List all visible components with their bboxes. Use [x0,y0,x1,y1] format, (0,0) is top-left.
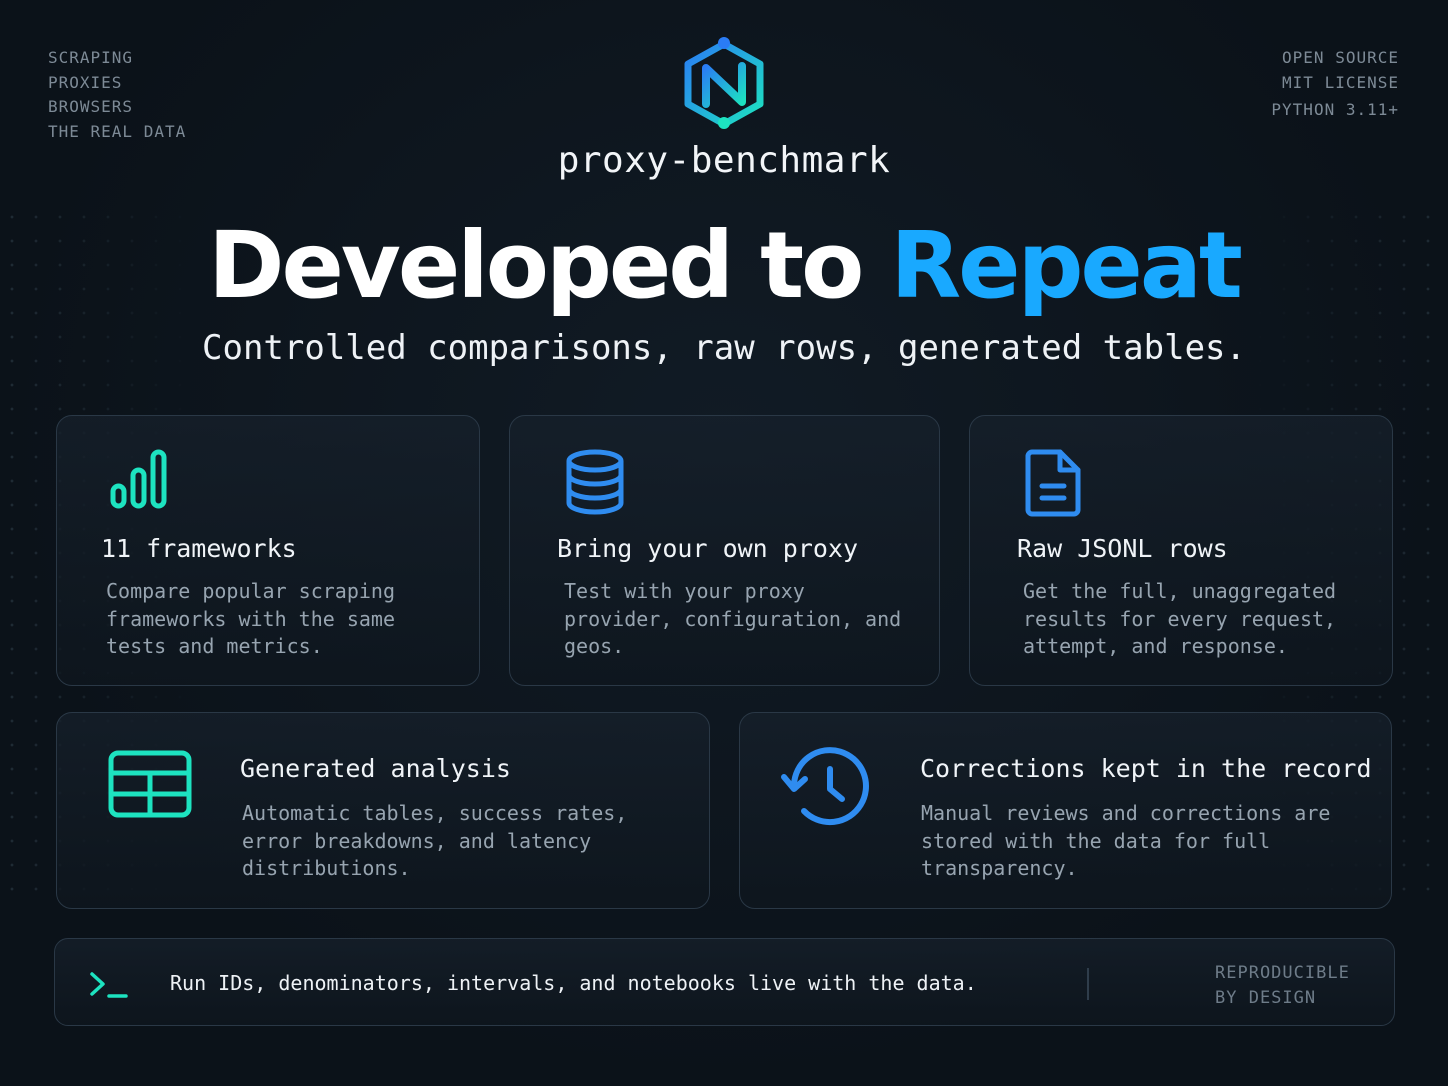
headline-accent: Repeat [890,212,1243,319]
feature-title: Corrections kept in the record [920,754,1372,783]
feature-card-proxy: Bring your own proxy Test with your prox… [509,415,940,686]
document-icon [1025,449,1081,517]
feature-title: Generated analysis [240,754,511,783]
feature-title: Bring your own proxy [557,534,859,563]
history-icon [781,747,869,826]
bar-chart-icon [110,449,167,509]
corner-tag: PROXIES [48,72,123,92]
feature-card-jsonl: Raw JSONL rows Get the full, unaggregate… [969,415,1393,686]
feature-card-corrections: Corrections kept in the record Manual re… [739,712,1392,909]
corner-tags-left: SCRAPING PROXIES BROWSERS THE REAL DATA [48,46,186,144]
footer-tag-line: REPRODUCIBLE [1215,963,1350,983]
feature-description: Manual reviews and corrections are store… [921,801,1331,880]
footer-tag-line: BY DESIGN [1215,988,1317,1008]
corner-tag: OPEN SOURCE [1282,48,1399,67]
footer-message: Run IDs, denominators, intervals, and no… [170,971,977,995]
brand-name: proxy-benchmark [557,140,891,181]
footer-divider [1087,968,1089,1000]
table-icon [108,750,192,818]
feature-card-frameworks: 11 frameworks Compare popular scraping f… [56,415,480,686]
corner-tag: SCRAPING [48,48,134,67]
feature-title: Raw JSONL rows [1017,534,1228,563]
feature-card-analysis: Generated analysis Automatic tables, suc… [56,712,710,909]
headline-main: Developed to [208,212,891,319]
database-icon [566,449,624,515]
corner-tag: BROWSERS [48,97,134,116]
corner-tags-right: OPEN SOURCE MIT LICENSE PYTHON 3.11+ [1271,46,1399,123]
feature-title: 11 frameworks [101,534,297,563]
feature-description: Compare popular scraping frameworks with… [106,579,395,658]
terminal-prompt-icon [90,972,128,998]
headline: Developed to Repeat [0,212,1448,319]
hexagon-n-logo-icon [684,37,764,129]
corner-tag: MIT LICENSE [1282,72,1399,92]
feature-description: Test with your proxy provider, configura… [564,579,902,658]
subheadline: Controlled comparisons, raw rows, genera… [202,328,1246,368]
corner-tag: THE REAL DATA [48,121,187,141]
footer-tag: REPRODUCIBLE BY DESIGN [1215,961,1350,1011]
corner-tag: PYTHON 3.11+ [1271,100,1399,119]
feature-description: Get the full, unaggregated results for e… [1023,579,1337,658]
feature-description: Automatic tables, success rates, error b… [242,801,628,880]
footer-bar: Run IDs, denominators, intervals, and no… [54,938,1395,1026]
